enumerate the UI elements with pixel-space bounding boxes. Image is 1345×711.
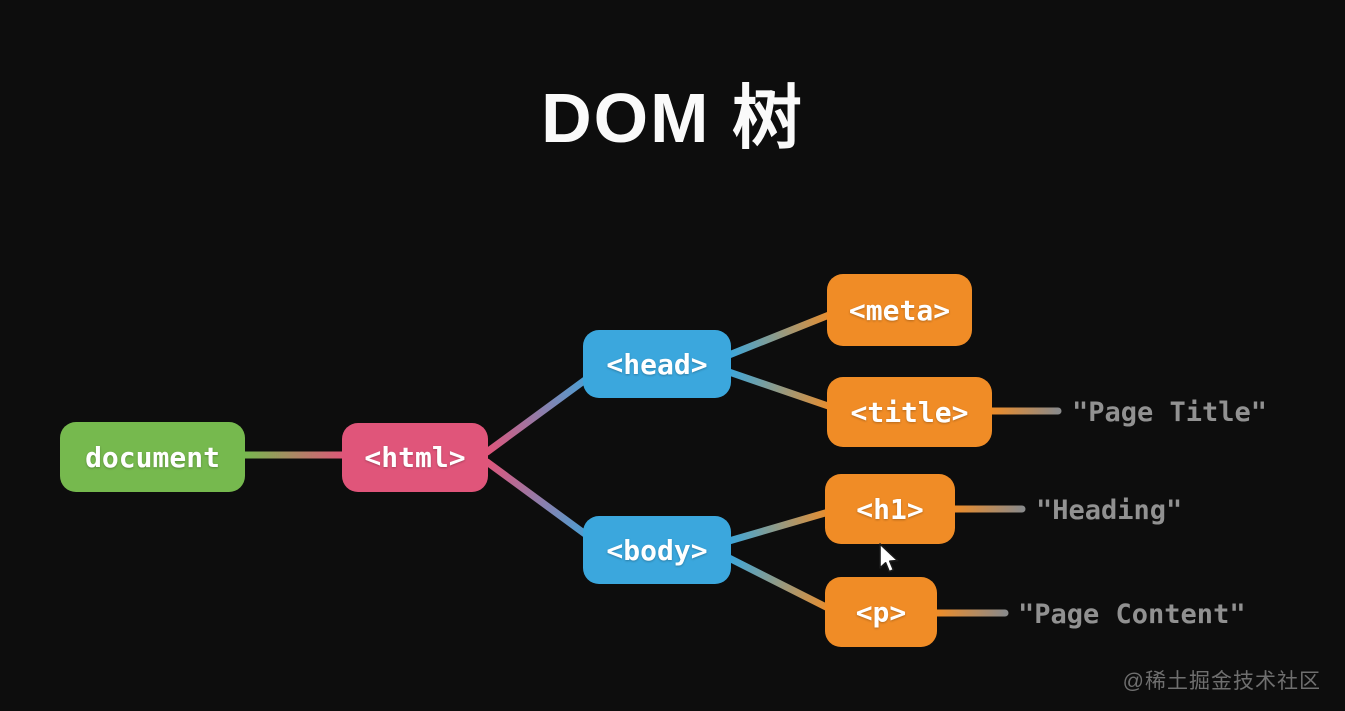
- edge-head-title: [725, 368, 838, 412]
- page-title: DOM 树: [541, 79, 804, 157]
- edge-html-body: [483, 458, 600, 546]
- node-meta: <meta>: [827, 274, 972, 346]
- watermark: @稀土掘金技术社区: [1122, 670, 1321, 693]
- edge-html-head: [483, 368, 600, 456]
- value-label-page-title: "Page Title": [1072, 397, 1268, 428]
- node-title: <title>: [827, 377, 992, 447]
- value-label-heading: "Heading": [1036, 495, 1183, 526]
- node-p: <p>: [825, 577, 937, 647]
- edge-head-meta: [725, 309, 838, 359]
- edge-body-p: [725, 554, 836, 614]
- node-h1: <h1>: [825, 474, 955, 544]
- edge-body-h1: [725, 507, 836, 545]
- node-head: <head>: [583, 330, 731, 398]
- mouse-cursor-icon: [879, 543, 899, 573]
- node-html: <html>: [342, 423, 488, 492]
- node-body: <body>: [583, 516, 731, 584]
- node-document: document: [60, 422, 245, 492]
- value-label-page-content: "Page Content": [1018, 599, 1246, 630]
